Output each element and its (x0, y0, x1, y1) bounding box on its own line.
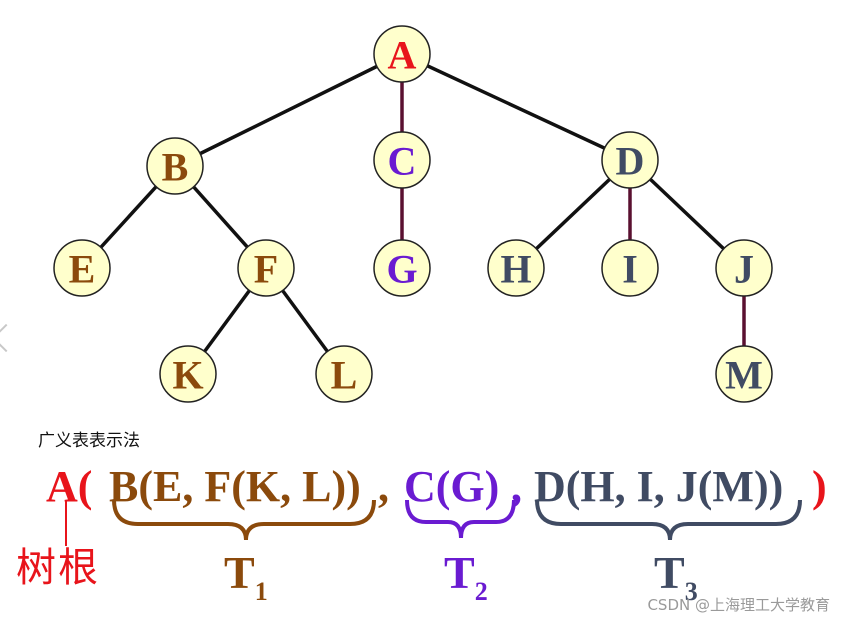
expr-t1: B(E, F(K, L)) (109, 462, 361, 511)
node-label: K (172, 353, 203, 398)
node-label: D (616, 139, 645, 184)
node-circle (601, 239, 659, 297)
node-label: J (734, 247, 754, 292)
node-label: A (388, 33, 417, 78)
node-label: E (69, 247, 96, 292)
node-label: L (331, 353, 358, 398)
expr-t3: D(H, I, J(M)) (534, 462, 784, 511)
edge-a-b (174, 52, 403, 168)
node-d: D (601, 131, 659, 189)
expr-comma1: , (378, 462, 389, 511)
node-circle (237, 239, 295, 297)
expr-close: ) (812, 462, 827, 511)
node-f: F (237, 239, 295, 297)
node-circle (373, 131, 431, 189)
node-circle (146, 137, 204, 195)
node-circle (601, 131, 659, 189)
subtree-braces (65, 499, 802, 546)
node-label: I (622, 247, 638, 292)
expr-comma2: , (511, 462, 522, 511)
tree-edges (80, 52, 746, 376)
label-t1: T1 (224, 547, 268, 606)
node-g: G (373, 239, 431, 297)
node-label: M (725, 353, 763, 398)
node-circle (373, 25, 431, 83)
brace-t2 (405, 499, 516, 539)
node-label: C (388, 139, 417, 184)
expr-t2: C(G) (404, 462, 500, 511)
caption-generalized-list: 广义表表示法 (38, 431, 140, 451)
node-circle (315, 345, 373, 403)
node-j: J (715, 239, 773, 297)
node-k: K (159, 345, 217, 403)
watermark: CSDN @上海理工大学教育 (647, 596, 830, 614)
edge-a-d (401, 52, 631, 162)
node-circle (715, 345, 773, 403)
brace-t3 (535, 499, 802, 541)
node-circle (487, 239, 545, 297)
node-c: C (373, 131, 431, 189)
expr-open: A( (46, 462, 93, 511)
node-e: E (53, 239, 111, 297)
node-i: I (601, 239, 659, 297)
label-t3: T3 (654, 547, 698, 606)
label-t2: T2 (444, 547, 488, 606)
root-note: 树根 (16, 545, 100, 591)
node-h: H (487, 239, 545, 297)
node-label: G (386, 247, 417, 292)
node-circle (159, 345, 217, 403)
tree-nodes: A B C D E F G H I J K L M (53, 25, 773, 403)
node-l: L (315, 345, 373, 403)
node-label: B (162, 145, 189, 190)
node-label: F (254, 247, 278, 292)
node-circle (715, 239, 773, 297)
node-circle (53, 239, 111, 297)
node-circle (373, 239, 431, 297)
node-label: H (500, 247, 531, 292)
node-b: B (146, 137, 204, 195)
brace-t1 (112, 499, 376, 541)
node-a: A (373, 25, 431, 83)
node-m: M (715, 345, 773, 403)
